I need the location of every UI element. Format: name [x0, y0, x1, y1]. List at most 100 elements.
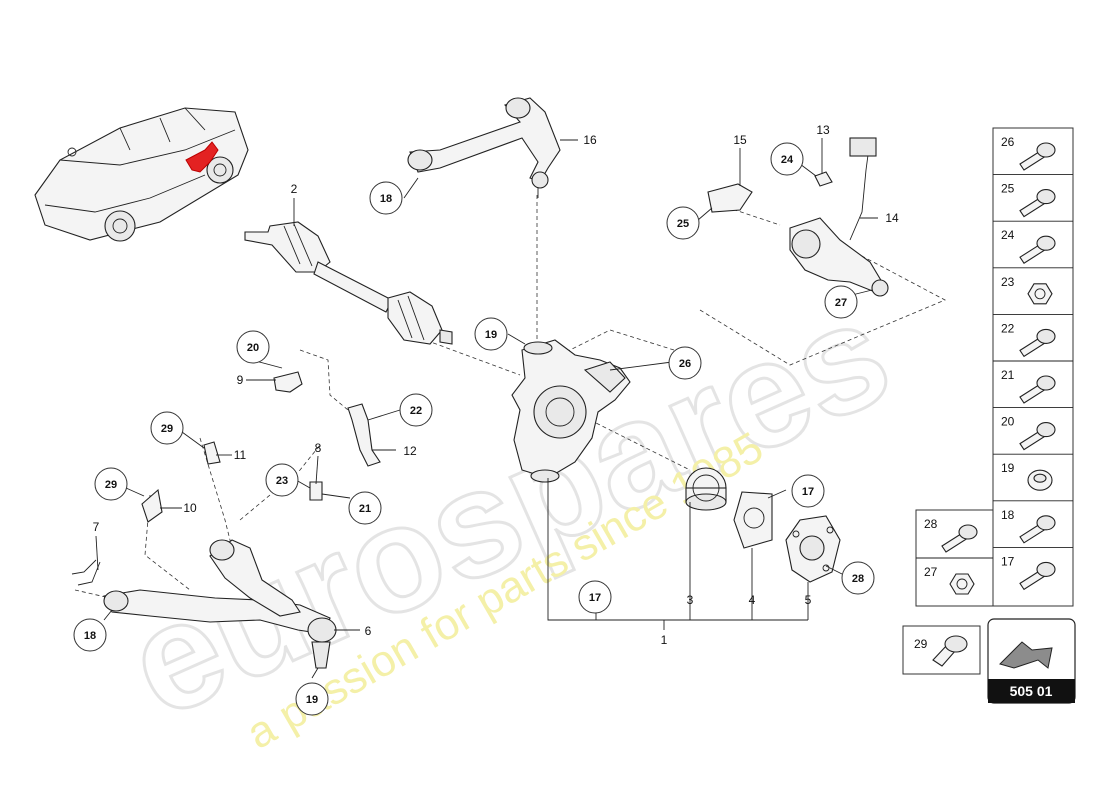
- drive-shaft: [244, 221, 453, 345]
- watermark: eurospares a passion for parts since 198…: [103, 265, 913, 758]
- callout-1: 1: [661, 633, 668, 647]
- actuator-assembly: [789, 137, 889, 297]
- circle-callout-17: 17: [578, 580, 612, 614]
- fastener-number: 29: [914, 637, 928, 651]
- svg-text:19: 19: [485, 329, 497, 341]
- callout-6: 6: [365, 624, 372, 638]
- fastener-cell-29: 29: [902, 625, 981, 675]
- clip-11: [203, 441, 221, 465]
- fastener-cell-26: 26: [1001, 135, 1056, 171]
- sensor-12: [347, 403, 381, 467]
- svg-text:19: 19: [306, 694, 318, 706]
- plain-callouts: 1 2 3 4 5 6 7 8 9 10 11 12 13 14 15 16: [93, 123, 899, 647]
- callout-12: 12: [403, 444, 417, 458]
- car-thumbnail: [34, 107, 249, 242]
- fastener-number: 22: [1001, 321, 1015, 335]
- callout-15: 15: [733, 133, 747, 147]
- fastener-number: 20: [1001, 415, 1015, 429]
- fastener-cell-17: 17: [993, 546, 1073, 591]
- svg-text:18: 18: [380, 193, 392, 205]
- callout-9: 9: [237, 373, 244, 387]
- fastener-cell-18: 18: [993, 500, 1073, 544]
- callout-4: 4: [749, 593, 756, 607]
- svg-text:20: 20: [247, 342, 259, 354]
- fastener-cell-20: 20: [993, 407, 1073, 451]
- reference-number: 505 01: [1010, 683, 1053, 699]
- circle-callout-20: 20: [236, 330, 270, 364]
- fastener-cell-22: 22: [993, 313, 1073, 358]
- callout-8: 8: [315, 441, 322, 455]
- circle-callout-23: 23: [265, 463, 299, 497]
- circle-callout-27: 27: [824, 285, 858, 319]
- circle-callout-24: 24: [770, 142, 804, 176]
- fastener-cell-19: 19: [993, 453, 1073, 491]
- lower-control-arm: [103, 539, 337, 669]
- clip-8: [309, 481, 323, 501]
- fastener-number: 23: [1001, 275, 1015, 289]
- svg-text:29: 29: [105, 479, 117, 491]
- callout-5: 5: [805, 593, 812, 607]
- fastener-cell-23: 23: [993, 267, 1073, 305]
- circle-callout-17: 17: [791, 474, 825, 508]
- svg-text:18: 18: [84, 630, 96, 642]
- svg-text:24: 24: [781, 154, 794, 166]
- fastener-number: 19: [1001, 461, 1015, 475]
- fastener-number: 21: [1001, 368, 1015, 382]
- circle-callout-22: 22: [399, 393, 433, 427]
- fastener-number: 24: [1001, 228, 1015, 242]
- callout-7: 7: [93, 520, 100, 534]
- arrow-icon: [999, 641, 1053, 669]
- upper-control-arm: [407, 97, 561, 198]
- shield-plate: [733, 491, 773, 549]
- svg-text:25: 25: [677, 218, 689, 230]
- fastener-number: 18: [1001, 508, 1015, 522]
- fastener-cell-21: 21: [993, 360, 1073, 404]
- fastener-number: 17: [1001, 554, 1015, 568]
- callout-10: 10: [183, 501, 197, 515]
- svg-text:27: 27: [835, 297, 847, 309]
- circle-callout-26: 26: [668, 346, 702, 380]
- svg-text:26: 26: [679, 358, 691, 370]
- clip-10: [141, 488, 163, 523]
- circle-callout-18: 18: [369, 181, 403, 215]
- svg-text:17: 17: [589, 592, 601, 604]
- circle-callout-25: 25: [666, 206, 700, 240]
- highlight-mark: [185, 141, 219, 173]
- wheel-hub: [785, 515, 841, 583]
- circle-callout-19: 19: [474, 317, 508, 351]
- callout-11: 11: [234, 448, 247, 462]
- clip-9: [273, 371, 303, 393]
- fastener-table: 26 25 24 23 22 21 20 19 18 17 28 27: [915, 127, 1074, 607]
- circle-callout-28: 28: [841, 561, 875, 595]
- callout-2: 2: [291, 182, 298, 196]
- circle-callout-29: 29: [150, 411, 184, 445]
- clip-13: [814, 171, 833, 187]
- svg-text:22: 22: [410, 405, 422, 417]
- svg-text:28: 28: [852, 573, 864, 585]
- callout-16: 16: [583, 133, 597, 147]
- fastener-cell-27: 27: [924, 565, 975, 595]
- fastener-number: 27: [924, 565, 938, 579]
- callout-3: 3: [687, 593, 694, 607]
- fastener-cell-28: 28: [924, 517, 978, 553]
- svg-text:29: 29: [161, 423, 173, 435]
- circle-callout-21: 21: [348, 491, 382, 525]
- svg-text:17: 17: [802, 486, 814, 498]
- fastener-cell-24: 24: [993, 220, 1073, 264]
- svg-text:23: 23: [276, 475, 288, 487]
- reference-box: 505 01: [987, 618, 1076, 704]
- fastener-number: 28: [924, 517, 938, 531]
- circled-callouts: 17 17 18 18 19 19 20 21 22 23 24 25 26 2…: [73, 142, 875, 716]
- callout-13: 13: [816, 123, 830, 137]
- wheel-bearing: [685, 467, 727, 511]
- fastener-number: 26: [1001, 135, 1015, 149]
- circle-callout-19: 19: [295, 682, 329, 716]
- watermark-brand: eurospares: [105, 267, 912, 749]
- svg-text:21: 21: [359, 503, 371, 515]
- fastener-number: 25: [1001, 182, 1015, 196]
- callout-14: 14: [885, 211, 899, 225]
- circle-callout-18: 18: [73, 618, 107, 652]
- bracket-15: [707, 183, 753, 213]
- fastener-cell-25: 25: [993, 174, 1073, 218]
